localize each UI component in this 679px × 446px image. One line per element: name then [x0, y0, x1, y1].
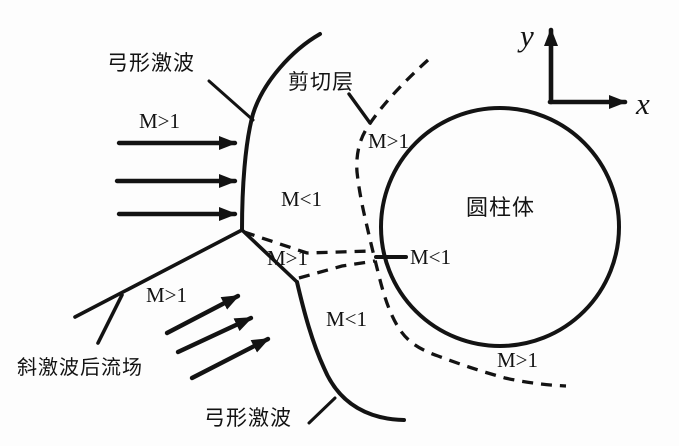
label-shear-layer: 剪切层 — [288, 70, 354, 94]
oblique-flow-arrows — [164, 293, 271, 381]
bow-shock-bottom-leader-line — [307, 396, 337, 425]
mach-label-behind-oblique: M>1 — [146, 283, 187, 307]
mach-label-right-subsonic: M<1 — [410, 245, 451, 269]
oblique-shock-line — [73, 228, 244, 319]
mach-label-upper-subsonic: M<1 — [281, 187, 322, 211]
mach-label-lower-subsonic: M<1 — [326, 307, 367, 331]
oblique-flow-arrow-1 — [164, 293, 241, 336]
mach-label-wake: M>1 — [497, 348, 538, 372]
x-axis-label: x — [635, 86, 650, 121]
bow-shock-top-leader-line — [207, 79, 255, 122]
oblique-shock-branch-line — [96, 293, 124, 345]
freestream-arrows — [114, 136, 238, 221]
mach-label-triple-point: M>1 — [267, 246, 308, 270]
label-cylinder: 圆柱体 — [466, 195, 535, 220]
cylinder-circle — [379, 106, 621, 348]
triple-point-shock-segment — [240, 228, 299, 284]
shear-layer-leader-line — [347, 92, 372, 125]
shear-layer-dashed-curve — [355, 58, 567, 388]
oblique-flow-arrow-2 — [175, 315, 254, 355]
label-bow-shock-bottom: 弓形激波 — [204, 406, 292, 430]
label-oblique-flow-field: 斜激波后流场 — [17, 356, 143, 379]
y-axis-label: y — [517, 18, 534, 53]
mach-label-shear-top: M>1 — [368, 129, 409, 153]
oblique-flow-arrow-3 — [189, 336, 271, 381]
coordinate-axes — [544, 27, 628, 109]
upper-slip-line-dashed — [243, 230, 373, 255]
lower-slip-line-dashed — [298, 259, 376, 280]
mach-label-freestream: M>1 — [139, 109, 180, 133]
upper-bow-shock-curve — [240, 32, 322, 232]
label-bow-shock-top: 弓形激波 — [107, 51, 195, 75]
lower-bow-shock-curve — [295, 280, 406, 422]
